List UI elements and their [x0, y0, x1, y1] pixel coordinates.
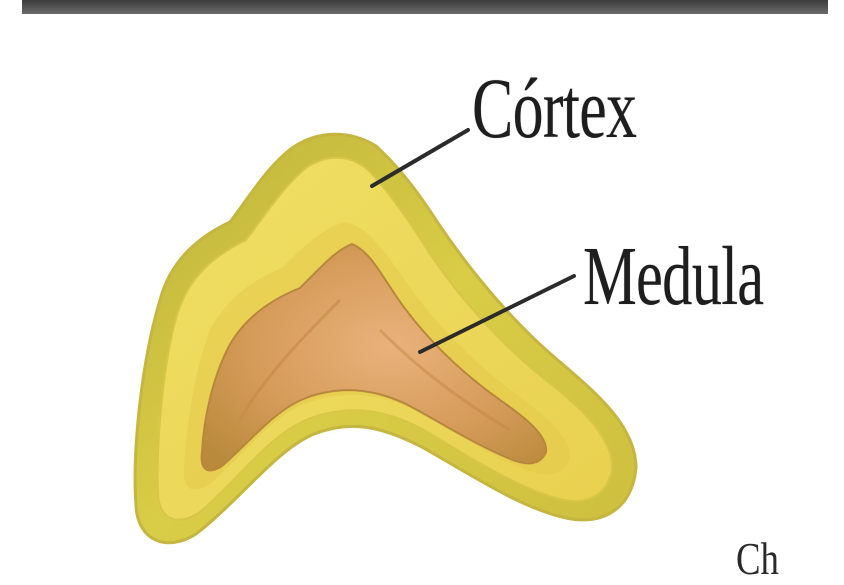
cortex-label: Córtex	[472, 58, 636, 158]
corner-fragment-text: Ch	[736, 532, 779, 585]
medula-label: Medula	[583, 228, 763, 325]
